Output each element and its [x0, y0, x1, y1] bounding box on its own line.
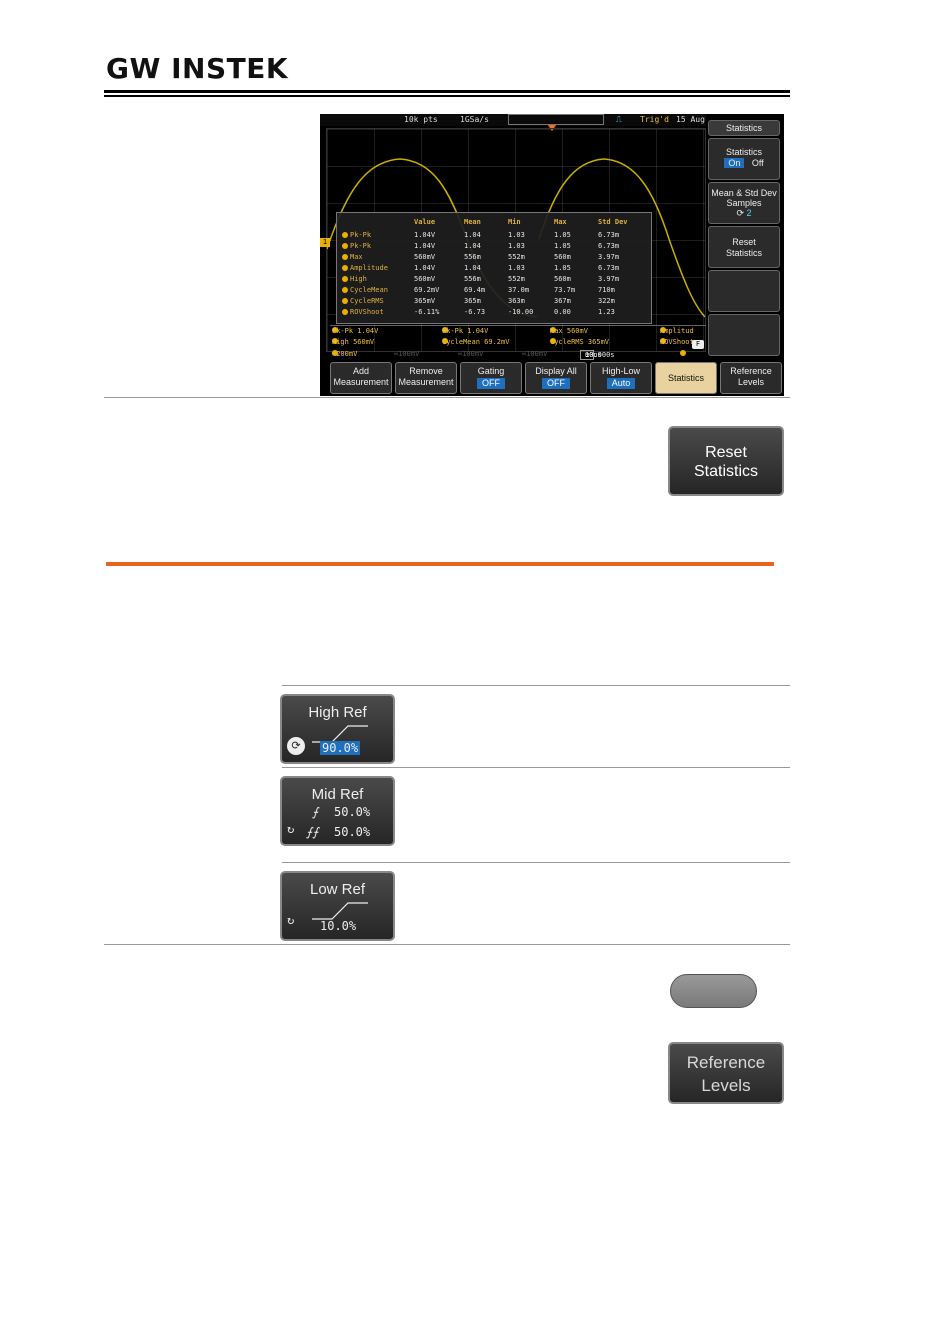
ch2-scale: ═ 100mV — [394, 350, 420, 358]
off-option: Off — [751, 158, 764, 168]
ch3-scale: ═ 100mV — [458, 350, 484, 358]
statistics-button[interactable]: Statistics — [655, 362, 717, 394]
mid-ref-value-2: 50.0% — [334, 825, 371, 839]
col-max: Max — [554, 218, 567, 226]
single-edge-icon: ⨍ — [312, 805, 319, 819]
header-rule — [104, 90, 790, 93]
high-ref-button[interactable]: High Ref ⟳ 90.0% — [280, 694, 395, 764]
select-arrow-icon: ↻ — [287, 913, 295, 927]
mid-ref-value-1: 50.0% — [334, 805, 371, 819]
col-stddev: Std Dev — [598, 218, 628, 226]
header-rule-thin — [104, 95, 790, 97]
reset-statistics-button[interactable]: Reset Statistics — [668, 426, 784, 496]
samples-button[interactable]: Mean & Std Dev Samples ⟳ 2 — [708, 182, 780, 224]
col-min: Min — [508, 218, 521, 226]
high-ref-value: 90.0% — [320, 741, 361, 755]
record-length: 10k pts — [404, 115, 438, 124]
scope-screen: 10k pts 1GSa/s ⎍ Trig'd 15 Aug 1 Value M… — [320, 114, 784, 396]
side-reset-statistics-button[interactable]: Reset Statistics — [708, 226, 780, 268]
mid-ref-button[interactable]: Mid Ref ⨍ 50.0% ↻ ⨍⨍ 50.0% — [280, 776, 395, 846]
side-menu-title: Statistics — [708, 120, 780, 136]
scope-top-bar: 10k pts 1GSa/s ⎍ Trig'd 15 Aug — [320, 114, 706, 126]
ch1-marker: 1 — [320, 238, 330, 247]
side-empty-button-1[interactable] — [708, 270, 780, 312]
low-ref-level-icon — [312, 902, 368, 920]
select-arrow-icon: ↻ — [287, 822, 295, 836]
reference-levels-button[interactable]: Reference Levels — [668, 1042, 784, 1104]
ch4-scale: ═ 100mV — [522, 350, 548, 358]
low-ref-button[interactable]: Low Ref ↻ 10.0% — [280, 871, 395, 941]
on-option: On — [724, 158, 745, 168]
col-mean: Mean — [464, 218, 481, 226]
measurement-bar: Pk-Pk 1.04V Pk-Pk 1.04V Max 560mV Amplit… — [330, 325, 706, 350]
measure-key[interactable] — [670, 974, 757, 1008]
row-divider — [282, 862, 790, 863]
trigger-edge-icon: ⎍ — [616, 115, 622, 124]
row-divider — [282, 767, 790, 768]
channel-status-bar: ═ 200mV ═ 100mV ═ 100mV ═ 100mV 10ns ⊞ 0… — [330, 350, 706, 360]
memory-bar — [508, 114, 604, 125]
timebase-readout: 10ns ⊞ 0.000s — [580, 350, 615, 360]
variable-knob-icon: ⟳ — [736, 208, 744, 218]
col-value: Value — [414, 218, 436, 226]
sample-rate: 1GSa/s — [460, 115, 489, 124]
low-ref-value: 10.0% — [320, 919, 357, 933]
section-divider — [104, 397, 790, 398]
row-divider — [282, 685, 790, 686]
ch1-scale: ═ 200mV — [332, 350, 357, 358]
trigger-status: Trig'd — [640, 115, 669, 124]
variable-knob-icon: ⟳ — [287, 737, 305, 755]
brand-logo: GW INSTEK — [106, 52, 289, 85]
orange-section-rule — [106, 562, 774, 566]
side-empty-button-2[interactable] — [708, 314, 780, 356]
dual-edge-icon: ⨍⨍ — [306, 825, 319, 839]
f-badge: F — [692, 340, 704, 349]
section-divider — [104, 944, 790, 945]
statistics-toggle-button[interactable]: Statistics On Off — [708, 138, 780, 180]
date: 15 Aug — [676, 115, 705, 124]
